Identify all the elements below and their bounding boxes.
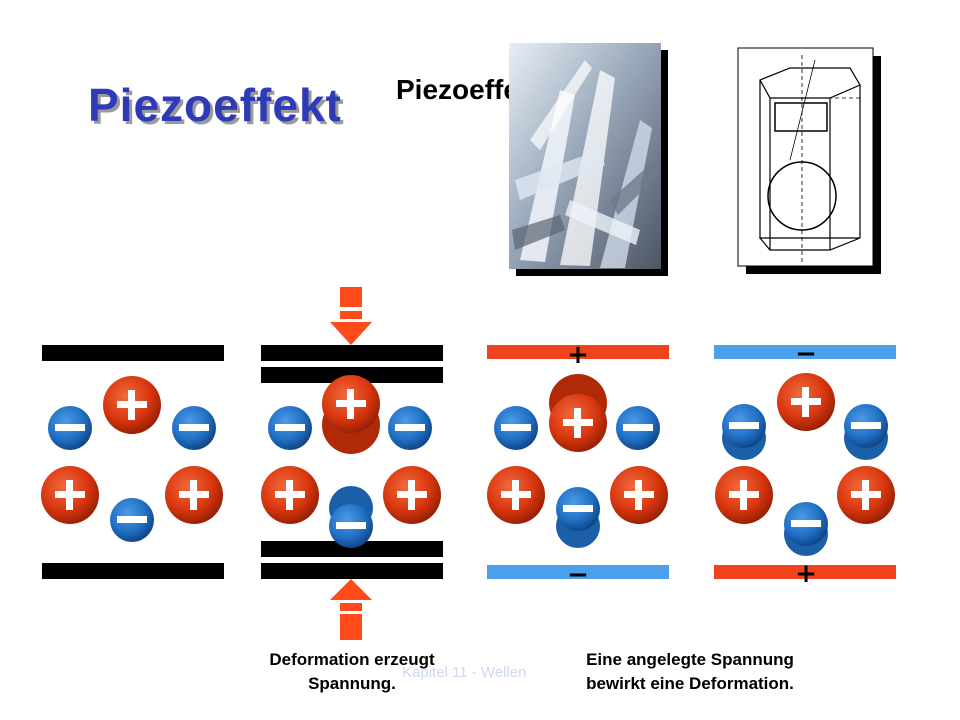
panel2-top-plate xyxy=(261,345,443,361)
page-title: Piezoeffekt xyxy=(88,79,342,131)
positive-ion xyxy=(777,373,835,431)
panel1-top-plate xyxy=(42,345,224,361)
panel1-ions xyxy=(41,376,223,542)
caption-voltage-causes-deformation: Eine angelegte Spannung bewirkt eine Def… xyxy=(545,648,835,696)
panel3-ions xyxy=(487,374,668,548)
panel4-bottom-plate-label: + xyxy=(795,559,817,589)
negative-ion xyxy=(268,406,312,450)
compression-arrow-down-icon xyxy=(330,287,372,345)
panel3-top-plate xyxy=(487,345,669,359)
positive-ion xyxy=(837,466,895,524)
panel3-bottom-plate-label: − xyxy=(567,560,589,590)
negative-ion xyxy=(110,498,154,542)
negative-ion xyxy=(48,406,92,450)
panel2-top-inner-plate xyxy=(261,367,443,383)
caption-line: bewirkt eine Deformation. xyxy=(586,674,794,693)
footer-chapter-label: Kapitel 11 - Wellen xyxy=(402,664,527,681)
negative-ion xyxy=(172,406,216,450)
positive-ion xyxy=(610,466,668,524)
positive-ion xyxy=(549,394,607,452)
compression-arrow-up-icon xyxy=(330,579,372,640)
panel4-bottom-plate xyxy=(714,565,896,579)
quartz-crystal-photo xyxy=(509,43,668,276)
panel2-bottom-plate xyxy=(261,563,443,579)
panel4-top-plate-label: − xyxy=(795,339,817,369)
positive-ion xyxy=(322,375,380,433)
positive-ion xyxy=(261,466,319,524)
panel2-bottom-inner-plate xyxy=(261,541,443,557)
panel4-top-plate xyxy=(714,345,896,359)
positive-ion xyxy=(383,466,441,524)
caption-line: Eine angelegte Spannung xyxy=(586,650,794,669)
panel1-bottom-plate xyxy=(42,563,224,579)
negative-ion xyxy=(329,504,373,548)
negative-ion xyxy=(494,406,538,450)
negative-ion xyxy=(616,406,660,450)
positive-ion xyxy=(715,466,773,524)
negative-ion xyxy=(556,487,600,531)
panel3-top-plate-label: + xyxy=(567,340,589,370)
positive-ion xyxy=(41,466,99,524)
positive-ion xyxy=(487,466,545,524)
negative-ion xyxy=(784,502,828,546)
positive-ion xyxy=(103,376,161,434)
negative-ion xyxy=(844,404,888,448)
caption-line: Spannung. xyxy=(308,674,396,693)
crystal-axes-drawing xyxy=(737,47,881,274)
caption-deformation-creates-voltage: Deformation erzeugt Spannung. xyxy=(232,648,472,696)
panel2-ions xyxy=(261,375,441,548)
panel3-bottom-plate xyxy=(487,565,669,579)
panel4-ions xyxy=(715,373,895,556)
negative-ion xyxy=(722,404,766,448)
caption-line: Deformation erzeugt xyxy=(269,650,435,669)
positive-ion xyxy=(165,466,223,524)
negative-ion xyxy=(388,406,432,450)
